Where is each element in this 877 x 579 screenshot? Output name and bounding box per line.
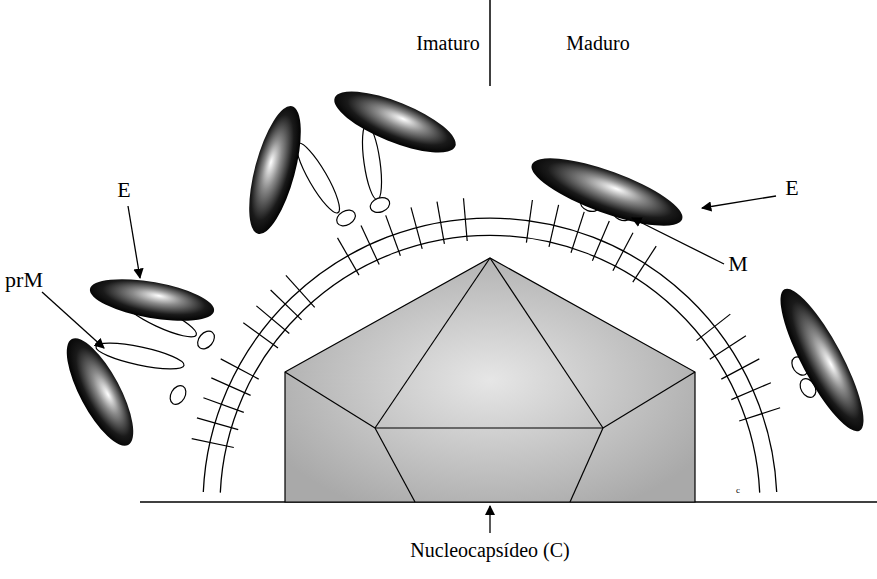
part-label: Nucleocapsídeo (C)	[410, 540, 569, 560]
stage-heading: Imaturo	[416, 33, 479, 53]
E-proteins	[54, 79, 877, 454]
nucleocapsid-shape	[285, 258, 695, 502]
mark-label: c	[736, 486, 740, 495]
prM-proteins	[94, 123, 385, 374]
protein-label: E	[785, 177, 798, 199]
protein-label: E	[117, 179, 130, 201]
protein-label: prM	[5, 269, 43, 291]
divider-line	[489, 0, 491, 86]
stage-heading: Maduro	[566, 33, 629, 53]
protein-label: M	[728, 253, 748, 275]
leader-arrows	[42, 196, 776, 533]
